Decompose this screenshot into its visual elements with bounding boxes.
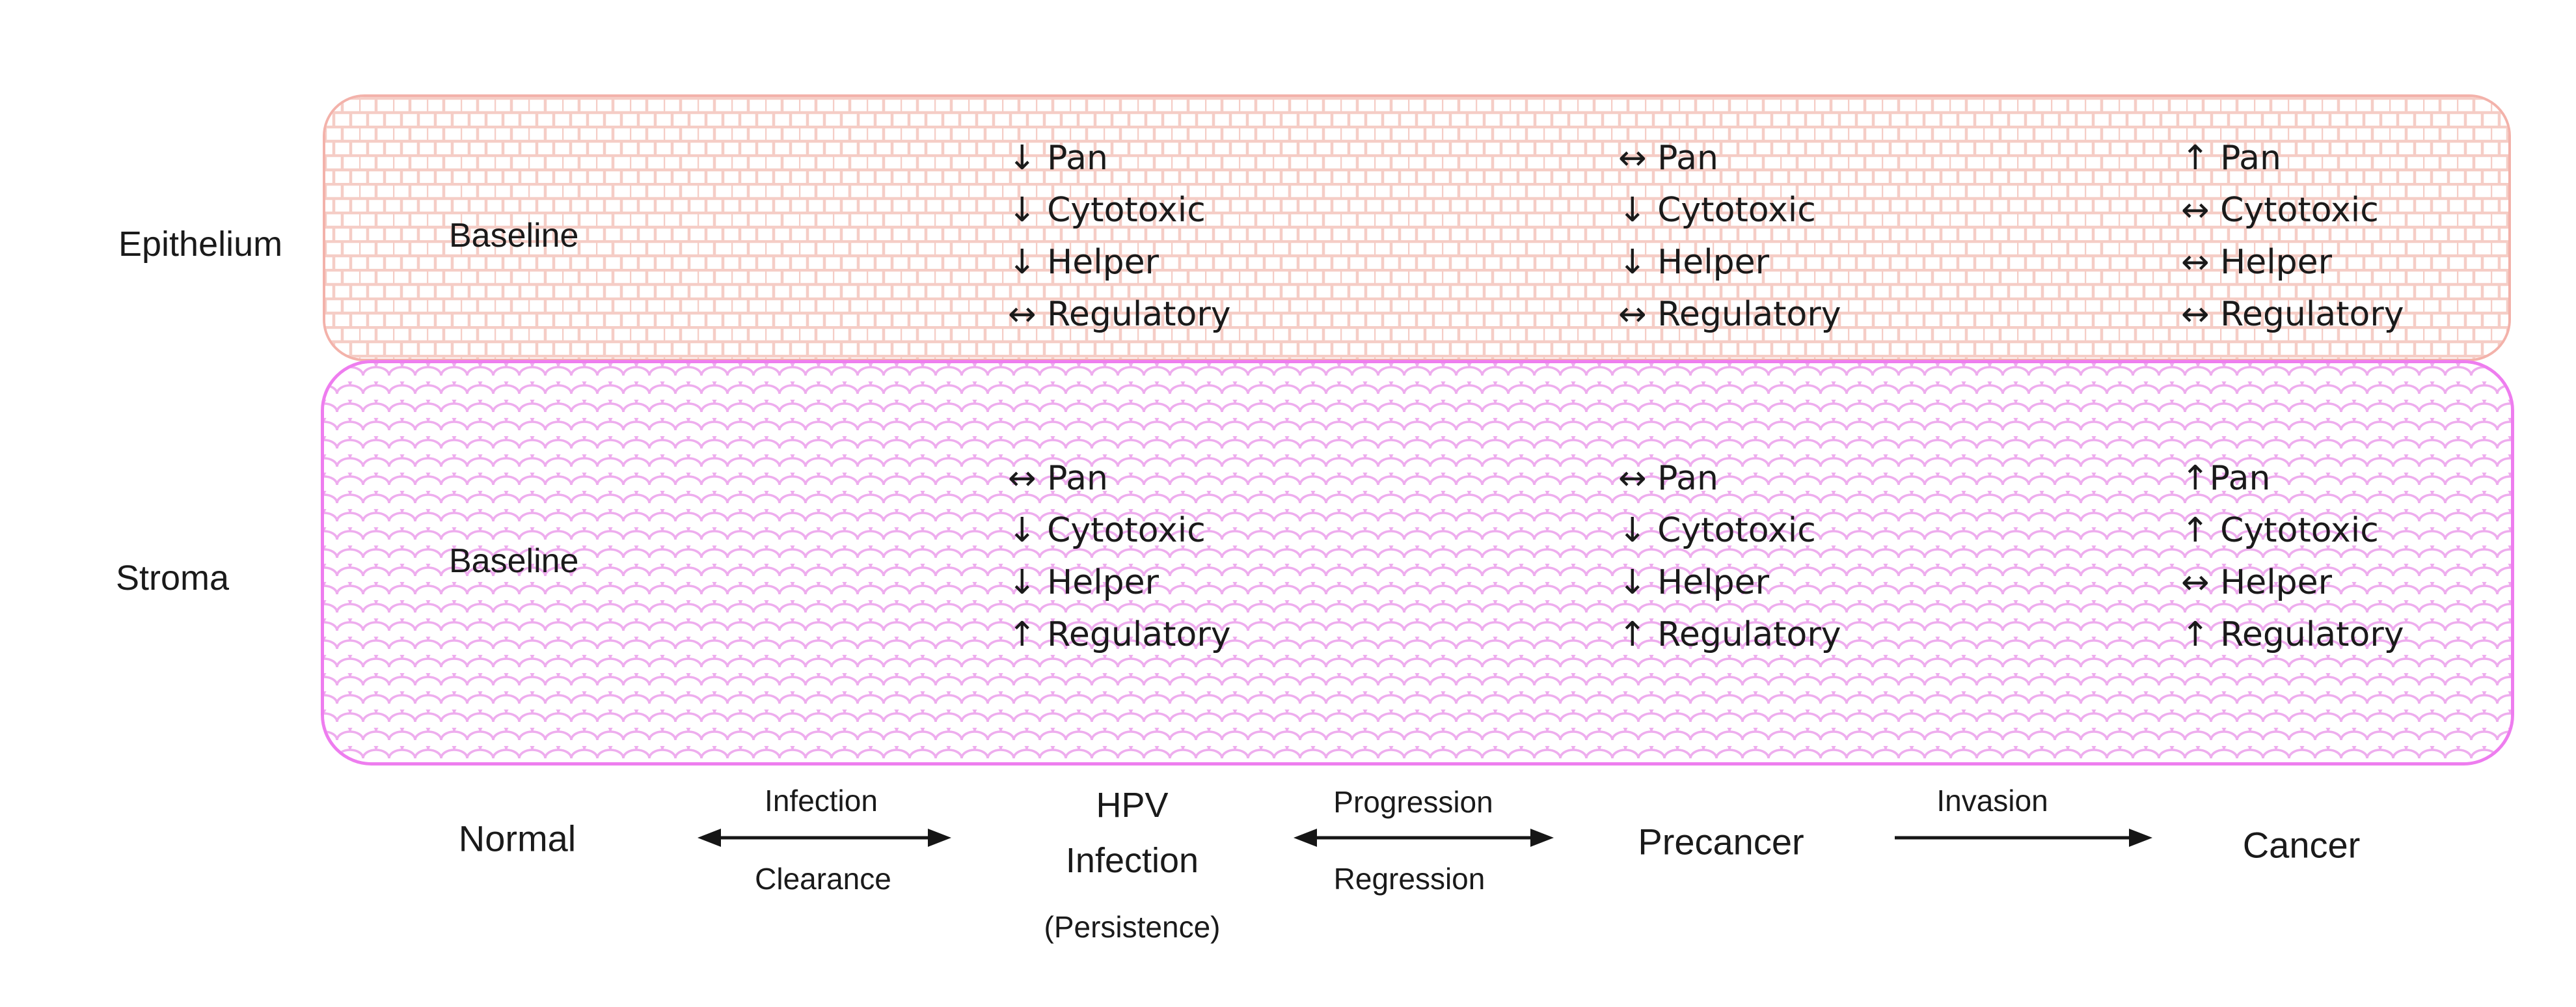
tcell-change-line: ↑ Cytotoxic — [2181, 511, 2379, 550]
scale-pattern-fill — [324, 363, 2511, 762]
tcell-change-line: ↔ Pan — [1008, 459, 1108, 498]
tcell-change-line: ↔ Pan — [1618, 139, 1718, 178]
stage-label-precancer: Precancer — [1638, 821, 1804, 862]
arrowhead-right — [1530, 829, 1554, 847]
stage-label-cancer: Cancer — [2242, 824, 2361, 866]
tcell-change-line: ↑ Regulatory — [2181, 615, 2404, 654]
tcell-change-line: ↓ Helper — [1008, 243, 1159, 282]
row-label-stroma: Stroma — [116, 559, 230, 598]
transition-infection-label: Infection — [765, 784, 878, 818]
tcell-change-line: ↔ Regulatory — [2181, 295, 2404, 334]
tcell-change-line: ↓ Cytotoxic — [1618, 191, 1816, 230]
tcell-change-line: ↓ Helper — [1618, 563, 1770, 602]
tcell-change-line: ↓ Cytotoxic — [1008, 191, 1206, 230]
tcell-change-line: ↑ Regulatory — [1618, 615, 1841, 654]
tcell-change-line: ↓ Cytotoxic — [1618, 511, 1816, 550]
transition-invasion-label: Invasion — [1936, 784, 2048, 818]
tcell-column-stroma-precancer: ↔ Pan ↓ Cytotoxic ↓ Helper ↑ Regulatory — [1618, 452, 1841, 661]
brick-pattern-fill — [325, 97, 2508, 359]
transition-regression-label: Regression — [1333, 862, 1485, 896]
tcell-change-line: ↑Pan — [2181, 459, 2271, 498]
row-label-epithelium: Epithelium — [118, 225, 283, 264]
epithelium-band — [323, 94, 2511, 361]
epithelium-baseline-label: Baseline — [449, 217, 579, 255]
tcell-change-line: ↑ Pan — [2181, 139, 2281, 178]
arrowhead-right — [2129, 829, 2152, 847]
stroma-baseline-label: Baseline — [449, 542, 579, 580]
invasion-arrow-icon — [1895, 829, 2152, 847]
tcell-change-line: ↓ Helper — [1008, 563, 1159, 602]
scale-pattern — [324, 363, 2511, 762]
tcell-column-stroma-cancer: ↑Pan ↑ Cytotoxic ↔ Helper ↑ Regulatory — [2181, 452, 2404, 661]
tcell-column-stroma-hpv: ↔ Pan ↓ Cytotoxic ↓ Helper ↑ Regulatory — [1008, 452, 1231, 661]
tcell-change-line: ↔ Helper — [2181, 243, 2333, 282]
infection-clearance-double-arrow-icon — [698, 829, 951, 847]
arrowhead-right — [928, 829, 951, 847]
tcell-column-epithelium-cancer: ↑ Pan ↔ Cytotoxic ↔ Helper ↔ Regulatory — [2181, 132, 2404, 340]
brick-pattern — [325, 97, 2508, 359]
stage-label-normal: Normal — [458, 818, 576, 859]
progression-regression-double-arrow-icon — [1294, 829, 1554, 847]
tcell-change-line: ↔ Pan — [1618, 459, 1718, 498]
tcell-change-line: ↔ Helper — [2181, 563, 2333, 602]
tcell-change-line: ↑ Regulatory — [1008, 615, 1231, 654]
stage-label-hpv-persistence-note: (Persistence) — [1044, 910, 1221, 944]
tcell-column-epithelium-hpv: ↓ Pan ↓ Cytotoxic ↓ Helper ↔ Regulatory — [1008, 132, 1231, 340]
arrowhead-left — [698, 829, 721, 847]
tcell-change-line: ↓ Helper — [1618, 243, 1770, 282]
tcell-change-line: ↔ Regulatory — [1008, 295, 1231, 334]
transition-clearance-label: Clearance — [755, 862, 891, 896]
transition-progression-label: Progression — [1333, 785, 1493, 819]
tcell-change-line: ↔ Regulatory — [1618, 295, 1841, 334]
stage-label-hpv-line2: Infection — [1065, 841, 1199, 880]
stage-label-hpv-line1: HPV — [1096, 786, 1169, 825]
arrowhead-left — [1294, 829, 1317, 847]
tcell-change-line: ↓ Pan — [1008, 139, 1108, 178]
tcell-change-line: ↔ Cytotoxic — [2181, 191, 2379, 230]
tcell-column-epithelium-precancer: ↔ Pan ↓ Cytotoxic ↓ Helper ↔ Regulatory — [1618, 132, 1841, 340]
stroma-band — [321, 360, 2514, 766]
tcell-change-line: ↓ Cytotoxic — [1008, 511, 1206, 550]
